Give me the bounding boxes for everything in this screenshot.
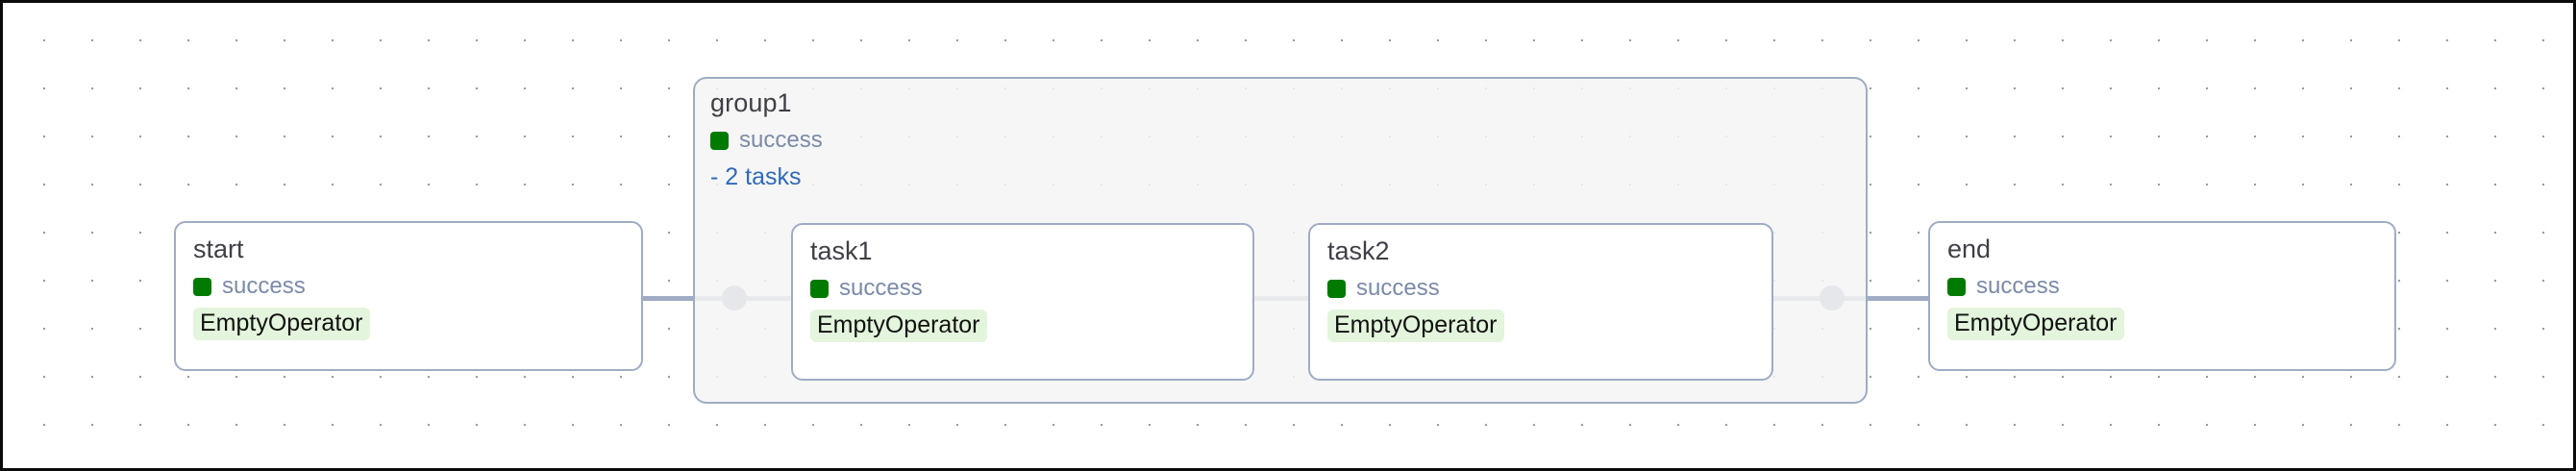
node-status-label: success	[1976, 273, 2060, 299]
node-title: start	[193, 235, 244, 263]
status-swatch-icon	[1947, 277, 1966, 296]
group-title: group1	[710, 88, 792, 117]
task-node-end[interactable]: end success EmptyOperator	[1928, 221, 2396, 371]
group-status-row: success	[710, 129, 823, 152]
node-status-row: success	[810, 277, 1241, 300]
node-status-row: success	[1327, 277, 1760, 300]
node-content: end success EmptyOperator	[1947, 235, 2383, 341]
group-task-count-link[interactable]: - 2 tasks	[710, 163, 802, 190]
node-content: start success EmptyOperator	[193, 235, 630, 341]
task-node-task2[interactable]: task2 success EmptyOperator	[1308, 223, 1773, 381]
node-status-row: success	[1947, 275, 2383, 298]
node-title: end	[1947, 235, 1992, 263]
status-swatch-icon	[710, 131, 729, 150]
node-status-label: success	[839, 275, 923, 301]
status-swatch-icon	[193, 277, 211, 296]
operator-badge: EmptyOperator	[1327, 310, 1504, 343]
node-status-label: success	[1356, 275, 1440, 301]
group-header: group1 success - 2 tasks	[710, 90, 823, 189]
operator-badge: EmptyOperator	[193, 308, 370, 341]
group-status-label: success	[739, 127, 823, 153]
node-content: task1 success EmptyOperator	[810, 236, 1241, 343]
task-node-start[interactable]: start success EmptyOperator	[174, 221, 643, 371]
status-swatch-icon	[810, 279, 829, 298]
node-content: task2 success EmptyOperator	[1327, 236, 1760, 343]
operator-badge: EmptyOperator	[1947, 308, 2124, 341]
node-title: task2	[1327, 236, 1390, 265]
node-status-label: success	[222, 273, 306, 299]
operator-badge: EmptyOperator	[810, 310, 987, 343]
status-swatch-icon	[1327, 279, 1346, 298]
task-node-task1[interactable]: task1 success EmptyOperator	[791, 223, 1254, 381]
node-status-row: success	[193, 275, 630, 298]
node-title: task1	[810, 236, 873, 265]
